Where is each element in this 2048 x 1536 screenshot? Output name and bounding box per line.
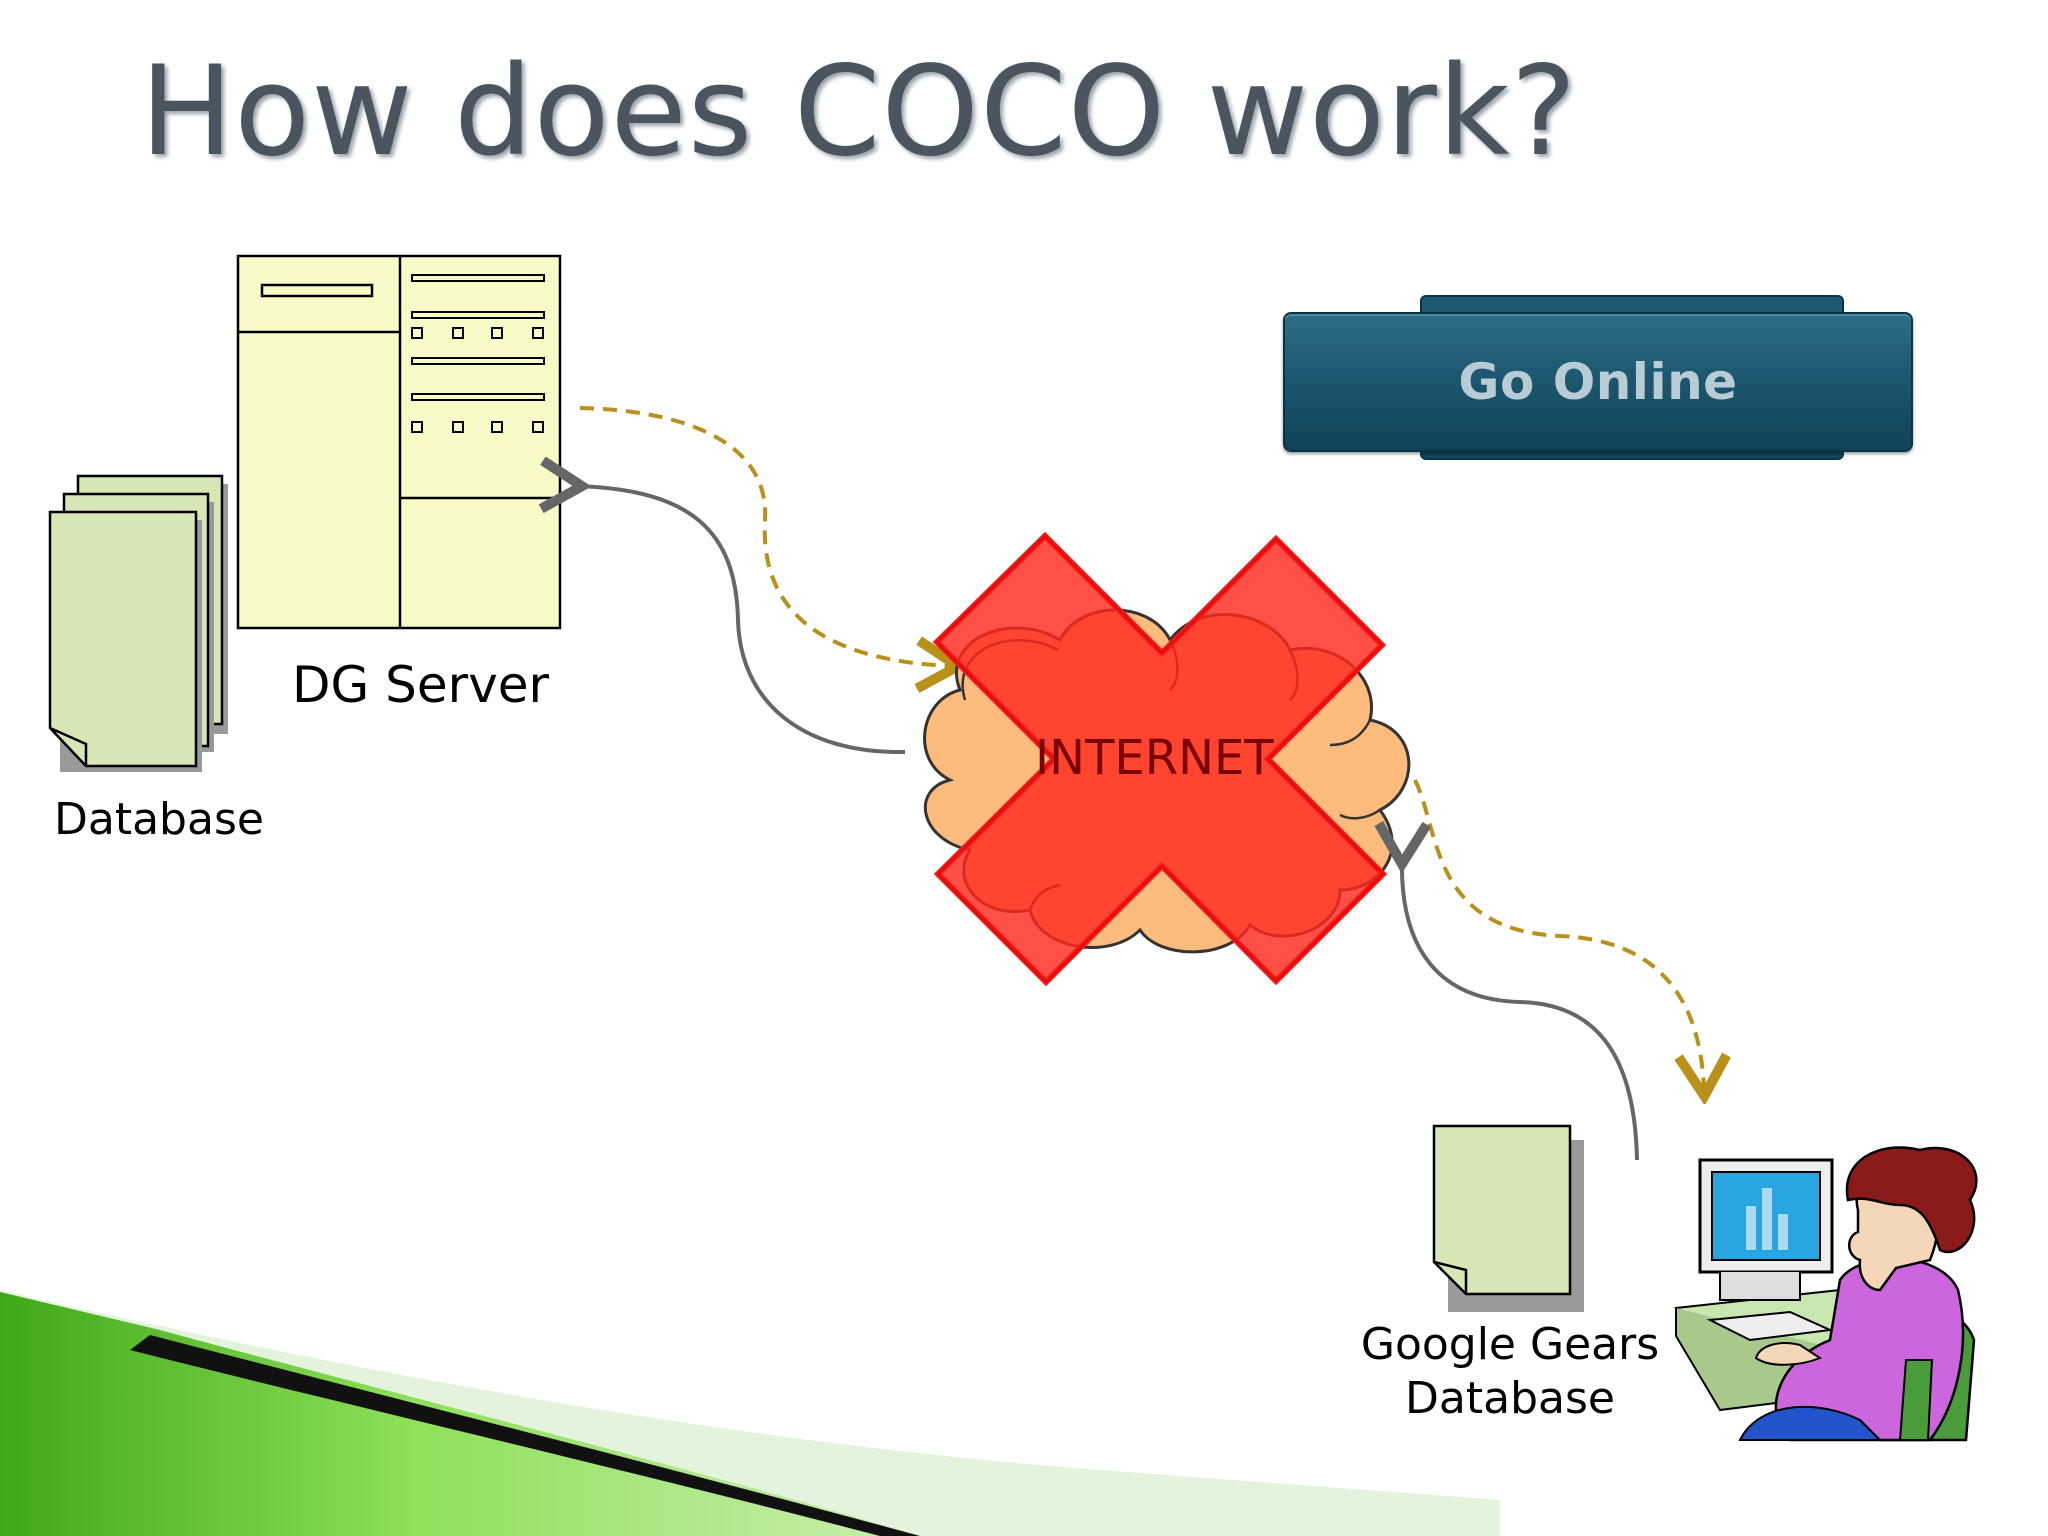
- database-stack-icon: [48, 474, 228, 772]
- slide-decoration-swoosh: [0, 1290, 1500, 1536]
- slide-title: How does COCO work?: [140, 40, 1578, 184]
- go-online-button[interactable]: Go Online: [1283, 312, 1913, 452]
- person-at-computer-icon: [1674, 1146, 1978, 1442]
- server-icon: [236, 254, 562, 630]
- arrow-client-to-internet: [1402, 860, 1639, 1161]
- google-gears-label-line1: Google Gears: [1360, 1319, 1660, 1370]
- database-label: Database: [54, 794, 264, 845]
- server-label: DG Server: [292, 656, 550, 714]
- sync-arrow-internet-to-client: [1413, 779, 1704, 1088]
- arrow-internet-to-server: [578, 486, 906, 755]
- google-gears-database-label: Google Gears Database: [1345, 1318, 1675, 1426]
- google-gears-label-line2: Database: [1405, 1373, 1615, 1424]
- red-x-icon: [932, 531, 1388, 987]
- internet-label: INTERNET: [1035, 730, 1274, 786]
- sync-arrow-server-to-internet: [579, 406, 950, 666]
- google-gears-database-icon: [1432, 1124, 1584, 1312]
- go-online-button-label: Go Online: [1458, 353, 1738, 411]
